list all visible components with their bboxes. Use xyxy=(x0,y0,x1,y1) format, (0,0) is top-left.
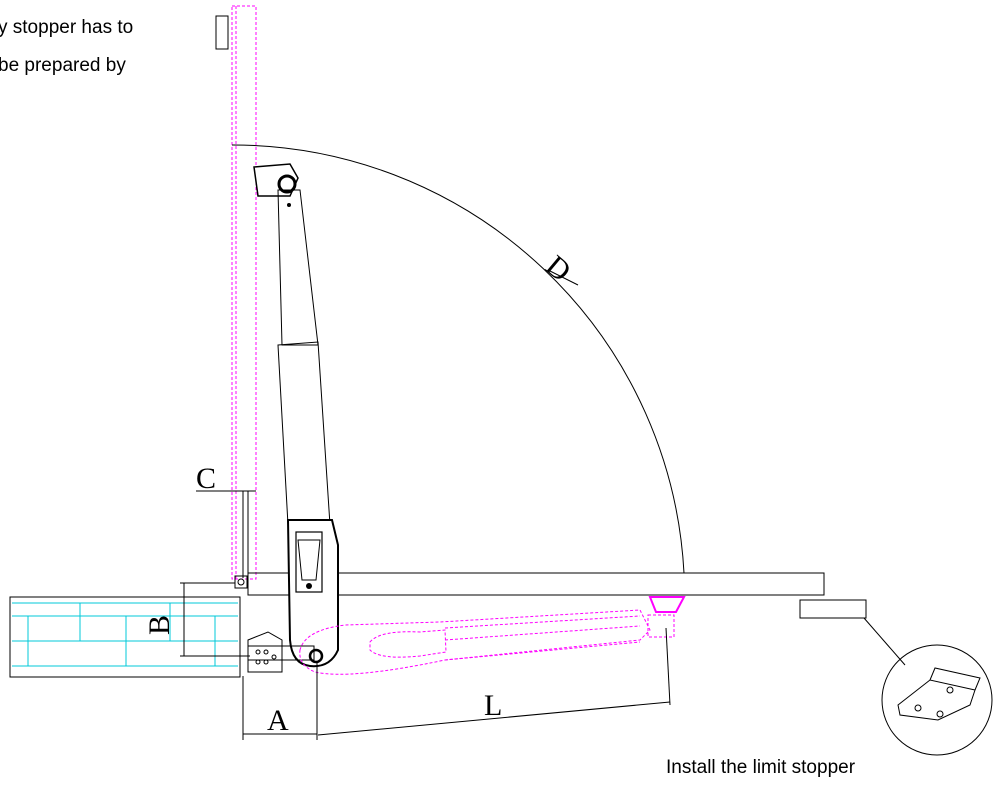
note-top-line2: be prepared by xyxy=(0,55,126,76)
gate-leaf xyxy=(247,572,825,596)
rear-bracket xyxy=(247,631,283,673)
open-stopper-outline xyxy=(231,5,257,580)
dim-label-C: C xyxy=(196,462,216,495)
dim-label-B: B xyxy=(143,615,176,635)
swing-arc xyxy=(231,144,685,574)
hinge-pin xyxy=(237,578,245,586)
arc-label-leader xyxy=(547,269,579,286)
dim-label-D: D xyxy=(539,249,577,288)
gate-operator-closed xyxy=(299,596,686,675)
dimension-A: A xyxy=(242,662,318,740)
limit-stopper-detail xyxy=(881,644,993,756)
dim-label-L: L xyxy=(484,689,502,722)
dim-label-A: A xyxy=(267,704,289,737)
dimension-B: B xyxy=(143,582,250,657)
hinge xyxy=(234,575,248,589)
gate-operator-open xyxy=(247,163,339,668)
limit-stopper-block xyxy=(799,599,867,619)
placeholder-box xyxy=(215,15,229,50)
dimension-C: C xyxy=(196,462,256,578)
note-bottom: Install the limit stopper xyxy=(666,757,856,778)
dimension-L: L xyxy=(317,627,671,736)
note-top-line1: y stopper has to xyxy=(0,17,133,38)
stopper-leader xyxy=(863,617,906,666)
gate-pillar xyxy=(9,596,241,678)
